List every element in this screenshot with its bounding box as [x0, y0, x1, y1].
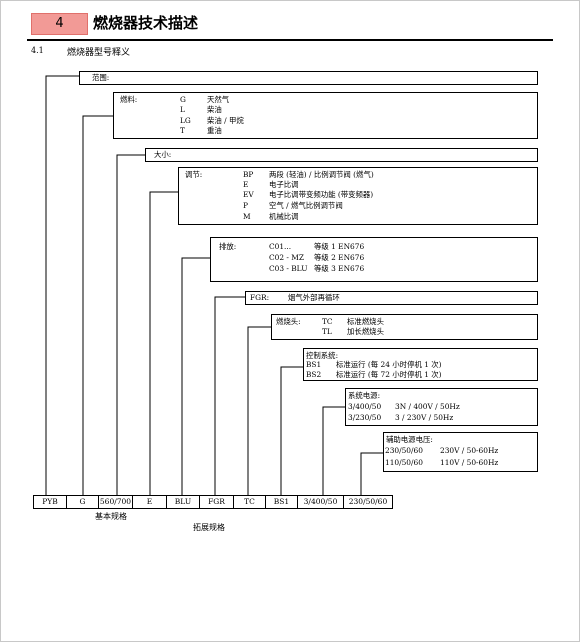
section-title: 燃烧器型号释义: [67, 48, 131, 58]
fuel-label: 燃料:: [120, 95, 138, 104]
fuel-desc: 重油: [207, 126, 222, 135]
power-box: 系统电源: 3/400/50 3N / 400V / 50Hz 3/230/50…: [345, 388, 538, 426]
fuel-code: L: [180, 105, 185, 114]
power-code: 3/400/50: [348, 402, 382, 411]
size-label: 大小:: [154, 150, 172, 159]
chapter-title: 燃烧器技术描述: [93, 14, 199, 32]
emission-code: C02 - MZ: [269, 253, 304, 262]
model-code-cell: E: [132, 495, 167, 509]
regulation-desc: 两段 (轻油) / 比例调节阀 (燃气): [269, 170, 374, 179]
range-label: 范围:: [92, 73, 110, 82]
regulation-desc: 机械比调: [269, 212, 299, 221]
power-desc: 3 / 230V / 50Hz: [395, 413, 454, 422]
aux-code: 230/50/60: [385, 446, 423, 455]
control-desc: 标准运行 (每 24 小时停机 1 次): [336, 360, 442, 369]
regulation-desc: 电子比调: [269, 180, 299, 189]
extended-spec-label: 拓展规格: [193, 523, 225, 532]
model-code-cell: BS1: [265, 495, 298, 509]
control-desc: 标准运行 (每 72 小时停机 1 次): [336, 370, 442, 379]
model-code-cell: FGR: [199, 495, 234, 509]
power-desc: 3N / 400V / 50Hz: [395, 402, 460, 411]
fuel-code: G: [180, 95, 186, 104]
fuel-desc: 柴油 / 甲烷: [207, 116, 244, 125]
fuel-desc: 柴油: [207, 105, 222, 114]
basic-spec-label: 基本规格: [95, 512, 127, 521]
fgr-label: FGR:: [250, 293, 270, 302]
head-box: 燃烧头: TC 标准燃烧头 TL 加长燃烧头: [271, 314, 538, 340]
regulation-code: M: [243, 212, 251, 221]
emission-box: 排放: C01... 等级 1 EN676 C02 - MZ 等级 2 EN67…: [210, 237, 538, 282]
model-code-cell: 560/700: [98, 495, 133, 509]
emission-code: C01...: [269, 242, 292, 251]
regulation-code: E: [243, 180, 249, 189]
fgr-desc: 烟气外部再循环: [288, 293, 340, 302]
regulation-code: BP: [243, 170, 254, 179]
emission-desc: 等级 2 EN676: [314, 253, 365, 262]
power-code: 3/230/50: [348, 413, 382, 422]
emission-desc: 等级 3 EN676: [314, 264, 365, 273]
fuel-code: T: [180, 126, 185, 135]
size-box: 大小:: [145, 148, 538, 162]
emission-desc: 等级 1 EN676: [314, 242, 365, 251]
model-code-cell: G: [66, 495, 99, 509]
emission-label: 排放:: [219, 242, 237, 251]
aux-box: 辅助电源电压: 230/50/60 230V / 50-60Hz 110/50/…: [383, 432, 538, 472]
power-label: 系统电源:: [348, 391, 381, 400]
head-label: 燃烧头:: [276, 317, 301, 326]
model-code-cell: 230/50/60: [343, 495, 393, 509]
model-code-cell: 3/400/50: [297, 495, 344, 509]
aux-label: 辅助电源电压:: [386, 435, 433, 444]
fuel-box: 燃料: G 天然气 L 柴油 LG 柴油 / 甲烷 T 重油: [113, 92, 538, 139]
model-code-cell: PYB: [33, 495, 67, 509]
fgr-box: FGR: 烟气外部再循环: [245, 291, 538, 305]
model-code-bar: PYB G 560/700 E BLU FGR TC BS1 3/400/50 …: [33, 495, 393, 509]
aux-code: 110/50/60: [385, 458, 423, 467]
emission-code: C03 - BLU: [269, 264, 308, 273]
regulation-desc: 空气 / 燃气比例调节阀: [269, 201, 343, 210]
head-desc: 加长燃烧头: [347, 327, 384, 336]
section-number: 4.1: [31, 46, 44, 55]
head-desc: 标准燃烧头: [347, 317, 384, 326]
regulation-desc: 电子比调带变频功能 (带变频器): [269, 190, 374, 199]
chapter-number: 4: [31, 13, 88, 35]
header-rule: [27, 39, 553, 41]
regulation-box: 调节: BP 两段 (轻油) / 比例调节阀 (燃气) E 电子比调 EV 电子…: [178, 167, 538, 225]
control-code: BS2: [306, 370, 322, 379]
regulation-label: 调节:: [185, 170, 203, 179]
model-code-cell: BLU: [166, 495, 200, 509]
head-code: TL: [322, 327, 332, 336]
regulation-code: P: [243, 201, 248, 210]
control-code: BS1: [306, 360, 322, 369]
range-box: 范围:: [79, 71, 538, 85]
regulation-code: EV: [243, 190, 254, 199]
fuel-desc: 天然气: [207, 95, 230, 104]
control-box: 控制系统: BS1 标准运行 (每 24 小时停机 1 次) BS2 标准运行 …: [303, 348, 538, 381]
head-code: TC: [322, 317, 333, 326]
aux-desc: 110V / 50-60Hz: [440, 458, 499, 467]
control-label: 控制系统:: [306, 351, 339, 360]
fuel-code: LG: [180, 116, 191, 125]
model-code-cell: TC: [233, 495, 266, 509]
aux-desc: 230V / 50-60Hz: [440, 446, 499, 455]
